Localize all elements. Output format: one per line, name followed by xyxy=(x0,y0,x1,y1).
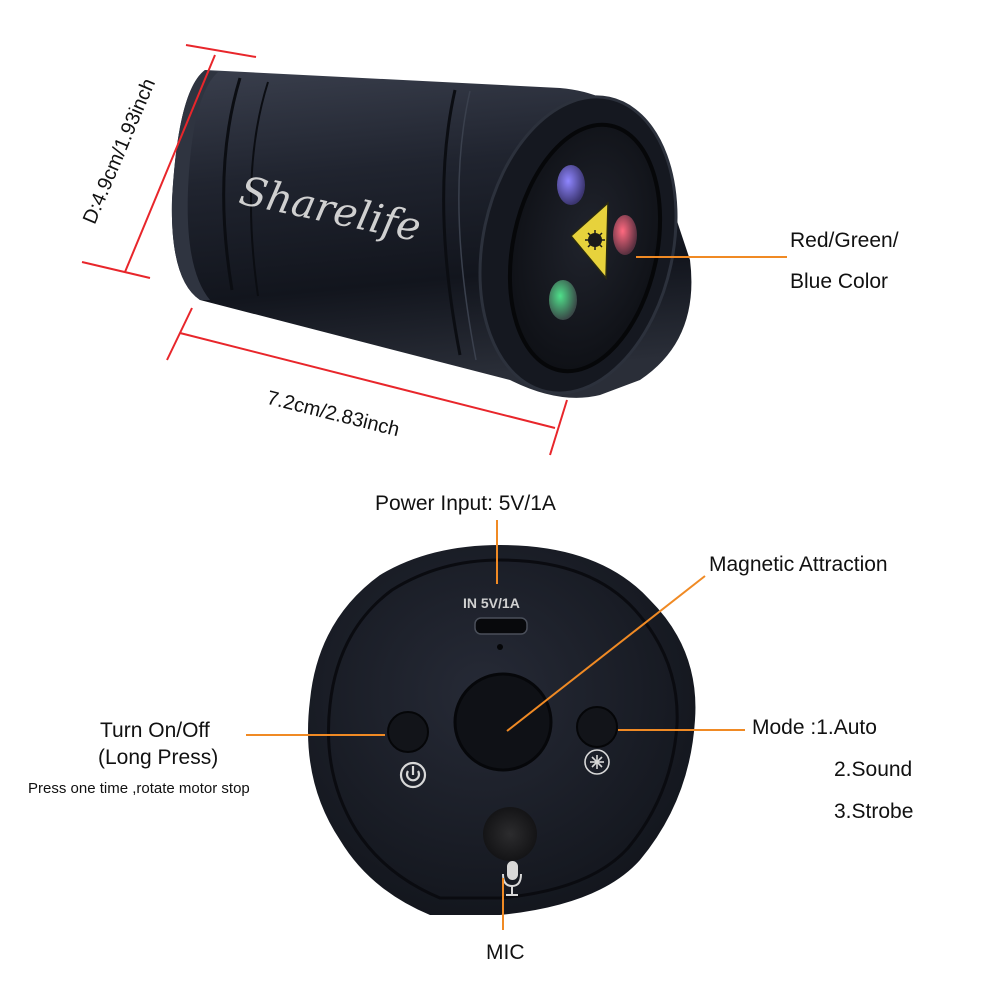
mode-item-strobe: 3.Strobe xyxy=(834,800,914,823)
diameter-dimension xyxy=(81,44,257,279)
callout-lines xyxy=(246,520,745,930)
power-icon xyxy=(399,761,427,789)
mic-label: MIC xyxy=(486,941,525,964)
power-button-label-line2: (Long Press) xyxy=(98,746,219,769)
power-button-label-line1: Turn On/Off xyxy=(100,719,210,742)
magnetic-label: Magnetic Attraction xyxy=(709,553,888,576)
length-dimension xyxy=(166,307,568,456)
green-lens xyxy=(549,280,577,320)
mode-button xyxy=(576,706,618,748)
power-input-label: Power Input: 5V/1A xyxy=(375,492,556,515)
red-lens xyxy=(613,215,637,255)
laser-mode-icon xyxy=(584,749,610,775)
laser-warning-icon xyxy=(569,201,609,281)
blue-lens xyxy=(557,165,585,205)
lens-callout-line1: Red/Green/ xyxy=(790,229,899,252)
power-button xyxy=(387,711,429,753)
mic-grille xyxy=(483,807,537,861)
mode-title: Mode :1.Auto xyxy=(752,716,877,739)
projector-side-view xyxy=(171,70,692,398)
projector-bottom-view xyxy=(308,545,696,915)
power-button-note: Press one time ,rotate motor stop xyxy=(28,780,250,797)
port-marking: IN 5V/1A xyxy=(463,595,520,611)
magnet xyxy=(453,672,553,772)
lens-callout-line2: Blue Color xyxy=(790,270,889,293)
usb-port xyxy=(474,617,528,635)
mode-item-sound: 2.Sound xyxy=(834,758,913,781)
